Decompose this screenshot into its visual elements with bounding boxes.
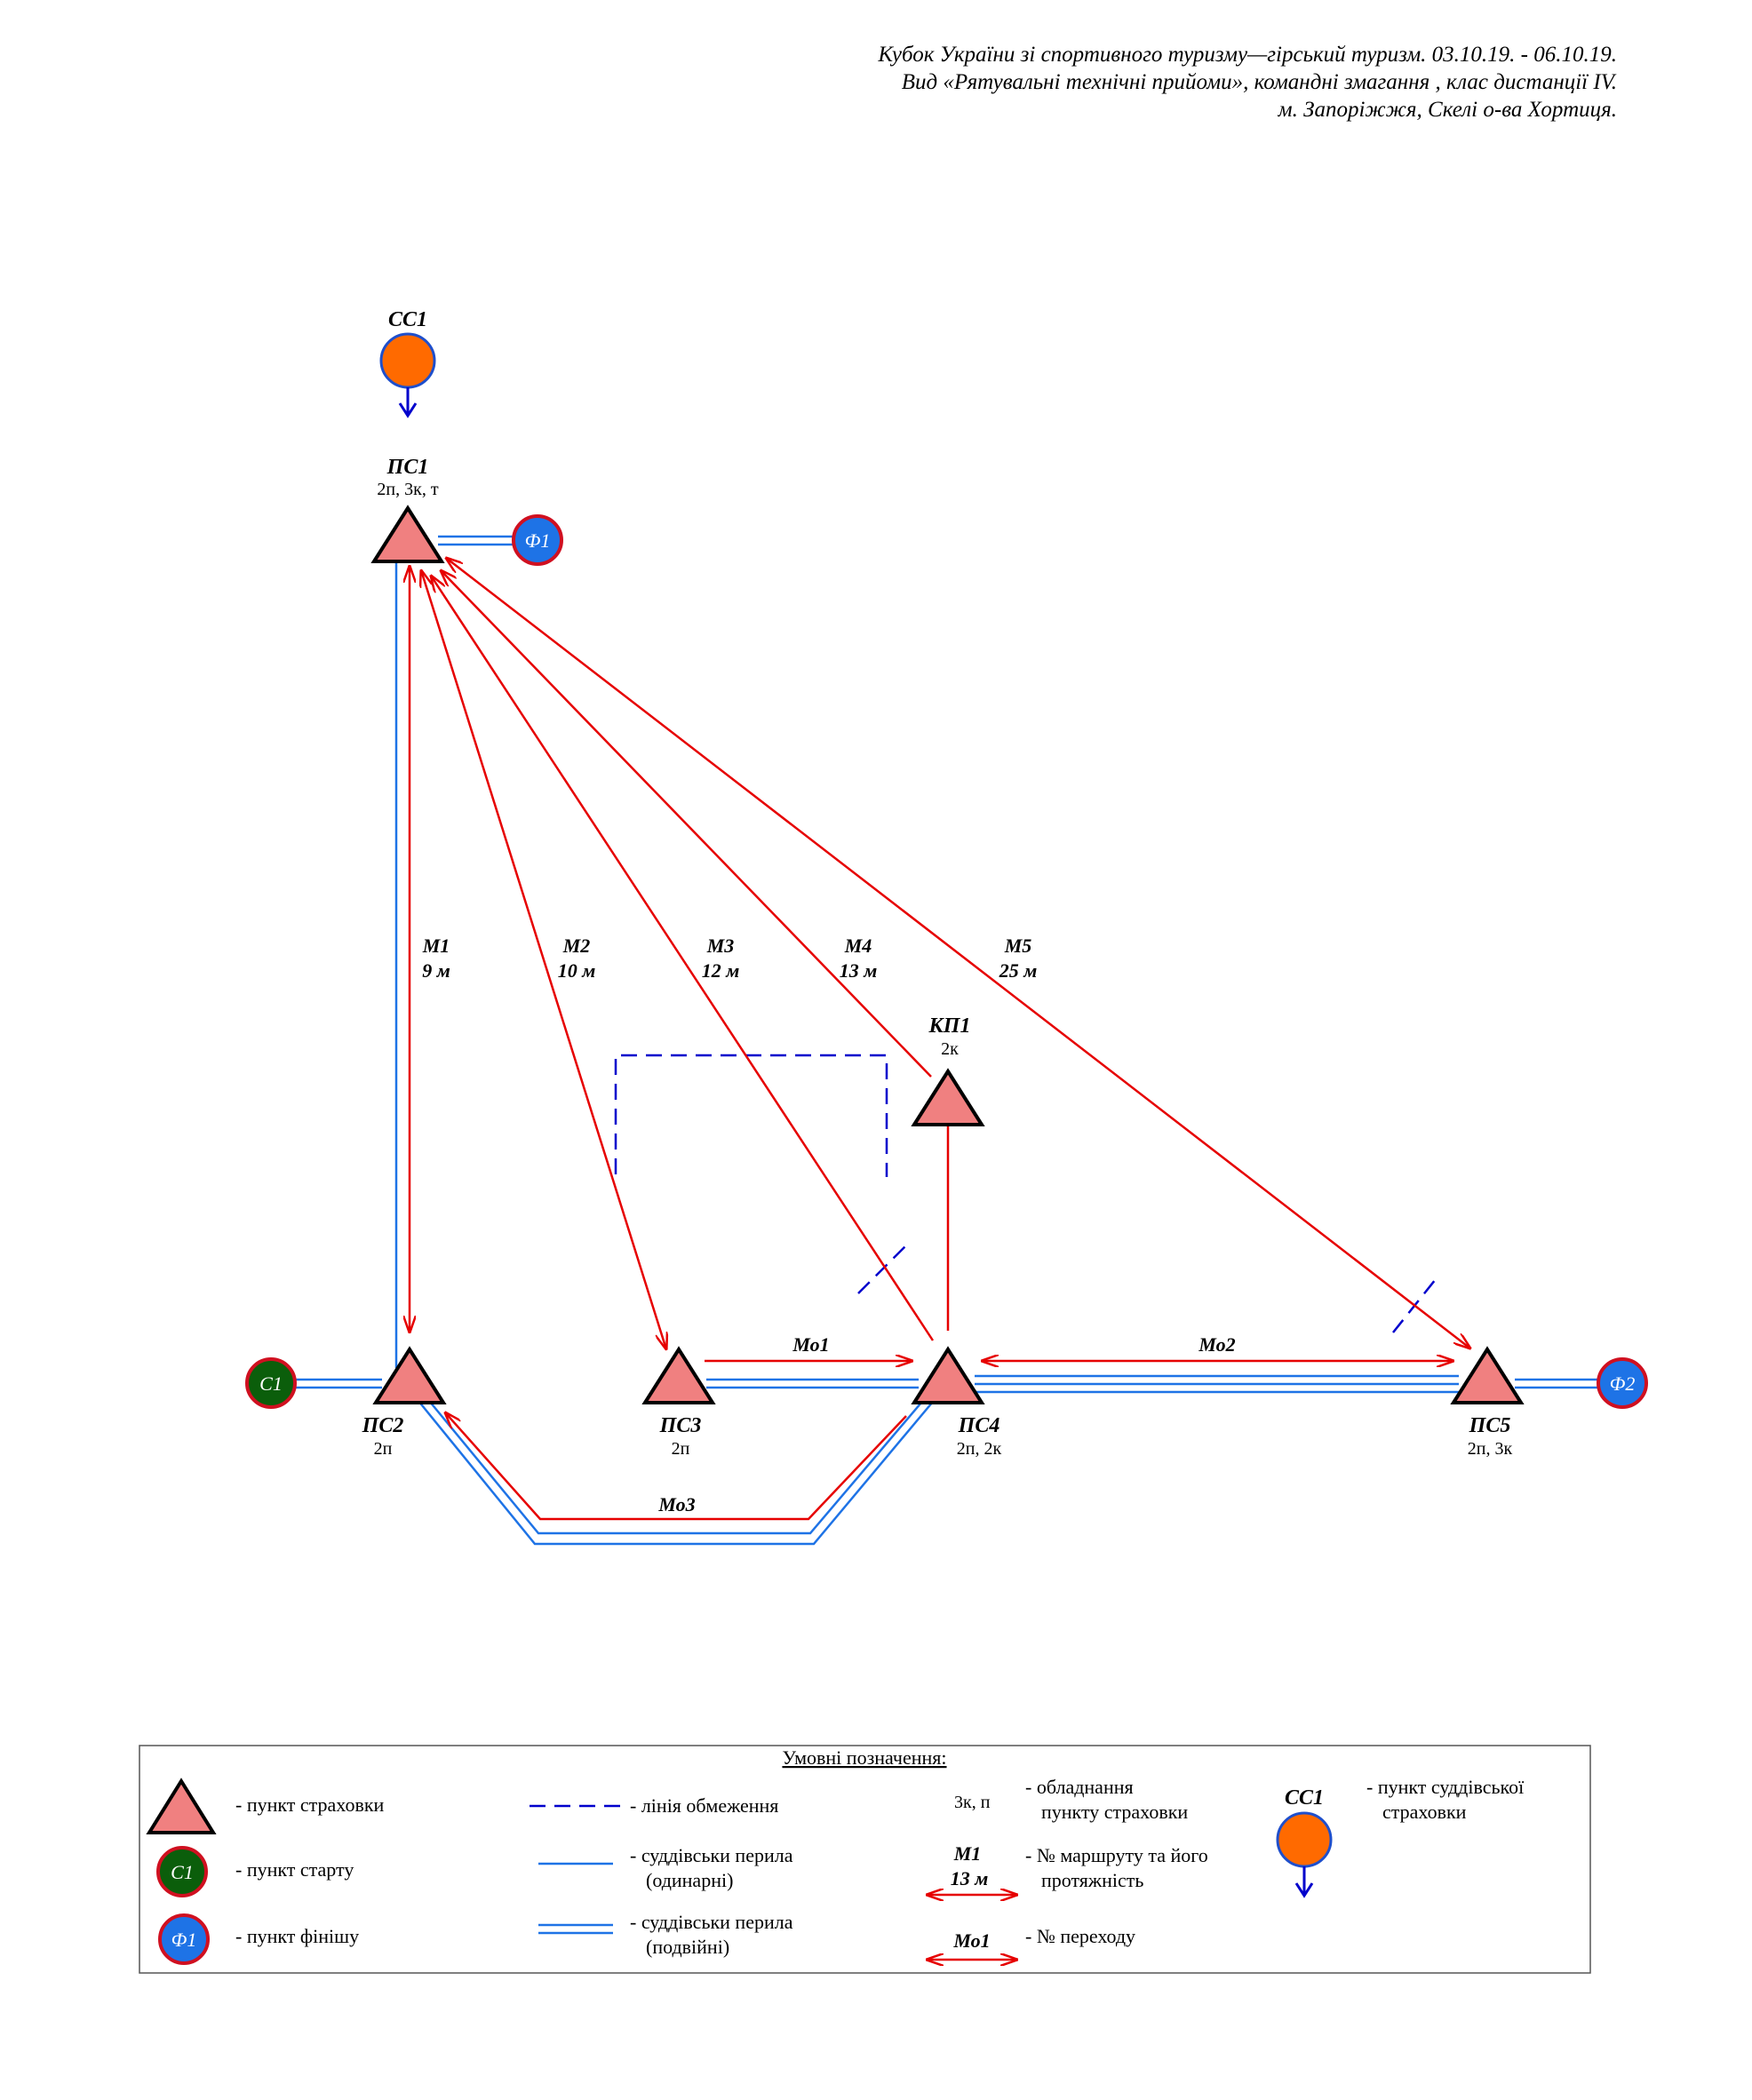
ps5-triangle bbox=[1450, 1346, 1525, 1404]
legend-judge-sample: СС1 bbox=[1285, 1786, 1324, 1810]
legend-judge-circle-icon bbox=[1276, 1811, 1333, 1868]
f2-label: Ф2 bbox=[1610, 1372, 1636, 1395]
ps4-triangle bbox=[911, 1346, 985, 1404]
belay-points bbox=[370, 505, 1525, 1404]
kp1-triangle bbox=[911, 1068, 985, 1126]
legend-equip-text-2: пункту страховки bbox=[1041, 1801, 1188, 1823]
route-m3-length: 12 м bbox=[702, 959, 740, 982]
route-m5-line bbox=[446, 558, 1470, 1348]
f1-label: Ф1 bbox=[525, 529, 551, 552]
ps4-label: ПС4 bbox=[958, 1414, 1000, 1437]
legend-judge-arrow-head bbox=[1294, 1882, 1314, 1898]
limit-line-cross-1 bbox=[857, 1243, 909, 1294]
legend-route-text-2: протяжність bbox=[1041, 1869, 1143, 1891]
legend-equip-text-1: - обладнання bbox=[1025, 1776, 1134, 1798]
ps4-equip: 2п, 2к bbox=[957, 1439, 1002, 1459]
legend-title: Умовні позначення: bbox=[782, 1746, 946, 1769]
ps5-label: ПС5 bbox=[1469, 1414, 1511, 1437]
legend-start-circle-icon bbox=[156, 1846, 208, 1897]
ps1-triangle bbox=[370, 505, 445, 563]
legend-crossing-text: - № переходу bbox=[1025, 1925, 1135, 1947]
legend-limit-text: - лінія обмеження bbox=[630, 1794, 778, 1817]
routes bbox=[410, 558, 1470, 1521]
cc1-arrow-head bbox=[398, 402, 418, 418]
route-m1-name: М1 bbox=[422, 935, 450, 957]
ps5-equip: 2п, 3к bbox=[1468, 1439, 1513, 1459]
legend-belay-triangle-icon bbox=[146, 1778, 217, 1834]
legend-rail-single-text-1: - суддівськи перила bbox=[630, 1844, 793, 1866]
point-labels: СС1 ПС1 2п, 3к, т Ф1 С1 Ф2 ПС2 2п ПС3 2п… bbox=[259, 308, 1635, 1459]
legend-judge-text-1: - пункт суддівської bbox=[1366, 1776, 1525, 1798]
legend-finish-text: - пункт фінішу bbox=[235, 1925, 359, 1947]
legend-start-text: - пункт старту bbox=[235, 1858, 354, 1881]
limit-line-box bbox=[614, 1054, 888, 1177]
ps3-label: ПС3 bbox=[659, 1414, 702, 1437]
ps1-label: ПС1 bbox=[386, 456, 429, 479]
legend-equip-sample: 3к, п bbox=[954, 1793, 991, 1812]
legend-rail-double-text-2: (подвійні) bbox=[646, 1936, 729, 1958]
header: Кубок України зі спортивного туризму—гір… bbox=[878, 41, 1617, 123]
crossing-mo3-label: Мо3 bbox=[657, 1493, 695, 1515]
header-line-1: Кубок України зі спортивного туризму—гір… bbox=[878, 43, 1617, 67]
route-m2-name: М2 bbox=[562, 935, 591, 957]
legend-route-text-1: - № маршруту та його bbox=[1025, 1844, 1208, 1866]
crossing-mo3-line bbox=[445, 1412, 907, 1521]
rail-double-loop-b bbox=[410, 1390, 943, 1546]
ps3-triangle bbox=[641, 1346, 716, 1404]
ps2-label: ПС2 bbox=[362, 1414, 404, 1437]
rail-double-loop-a bbox=[420, 1390, 932, 1535]
c1-circle bbox=[245, 1357, 297, 1409]
route-m1-length: 9 м bbox=[422, 959, 450, 982]
limit-line bbox=[614, 1054, 1437, 1333]
ps2-triangle bbox=[372, 1346, 447, 1404]
route-m2-length: 10 м bbox=[558, 959, 596, 982]
cc1-label: СС1 bbox=[388, 308, 427, 331]
legend-rail-double-text-1: - суддівськи перила bbox=[630, 1911, 793, 1933]
cc1-circle bbox=[379, 332, 436, 389]
judge-rails bbox=[295, 535, 1599, 1546]
legend-finish-circle-icon bbox=[158, 1913, 210, 1965]
header-line-2: Вид «Рятувальні технічні прийоми», коман… bbox=[901, 70, 1617, 94]
header-line-3: м. Запоріжжя, Скелі о-ва Хортиця. bbox=[1278, 98, 1617, 122]
route-m4-name: М4 bbox=[844, 935, 872, 957]
route-m2-line bbox=[421, 570, 666, 1349]
route-m5-name: М5 bbox=[1004, 935, 1032, 957]
route-m4-length: 13 м bbox=[840, 959, 878, 982]
route-labels: М1 9 м М2 10 м М3 12 м М4 13 м М5 25 м М… bbox=[422, 935, 1236, 1515]
legend-crossing-sample: Мо1 bbox=[952, 1929, 990, 1952]
legend: Умовні позначення: - пункт страховки С1 … bbox=[139, 1745, 1591, 1974]
judge-point-cc1 bbox=[379, 332, 436, 418]
ps1-equip: 2п, 3к, т bbox=[377, 480, 438, 499]
route-m5-length: 25 м bbox=[999, 959, 1038, 982]
legend-box bbox=[139, 1745, 1591, 1974]
c1-label: С1 bbox=[259, 1372, 283, 1395]
legend-route-sample-name: М1 bbox=[953, 1842, 982, 1865]
legend-judge-text-2: страховки bbox=[1382, 1801, 1467, 1823]
ps3-equip: 2п bbox=[672, 1439, 690, 1459]
legend-rail-single-text-2: (одинарні) bbox=[646, 1869, 733, 1891]
ps2-equip: 2п bbox=[374, 1439, 393, 1459]
f2-circle bbox=[1597, 1357, 1648, 1409]
crossing-mo2-label: Мо2 bbox=[1198, 1333, 1235, 1356]
route-m4-line bbox=[441, 570, 932, 1078]
kp1-equip: 2к bbox=[941, 1039, 959, 1059]
legend-route-sample-length: 13 м bbox=[951, 1867, 989, 1889]
legend-belay-text: - пункт страховки bbox=[235, 1794, 385, 1816]
route-m3-name: М3 bbox=[706, 935, 735, 957]
legend-start-sample: С1 bbox=[171, 1861, 194, 1883]
legend-finish-sample: Ф1 bbox=[171, 1929, 197, 1951]
f1-circle bbox=[512, 514, 563, 566]
route-m3-line bbox=[431, 576, 935, 1341]
kp1-label: КП1 bbox=[928, 1014, 971, 1038]
crossing-mo1-label: Мо1 bbox=[792, 1333, 829, 1356]
